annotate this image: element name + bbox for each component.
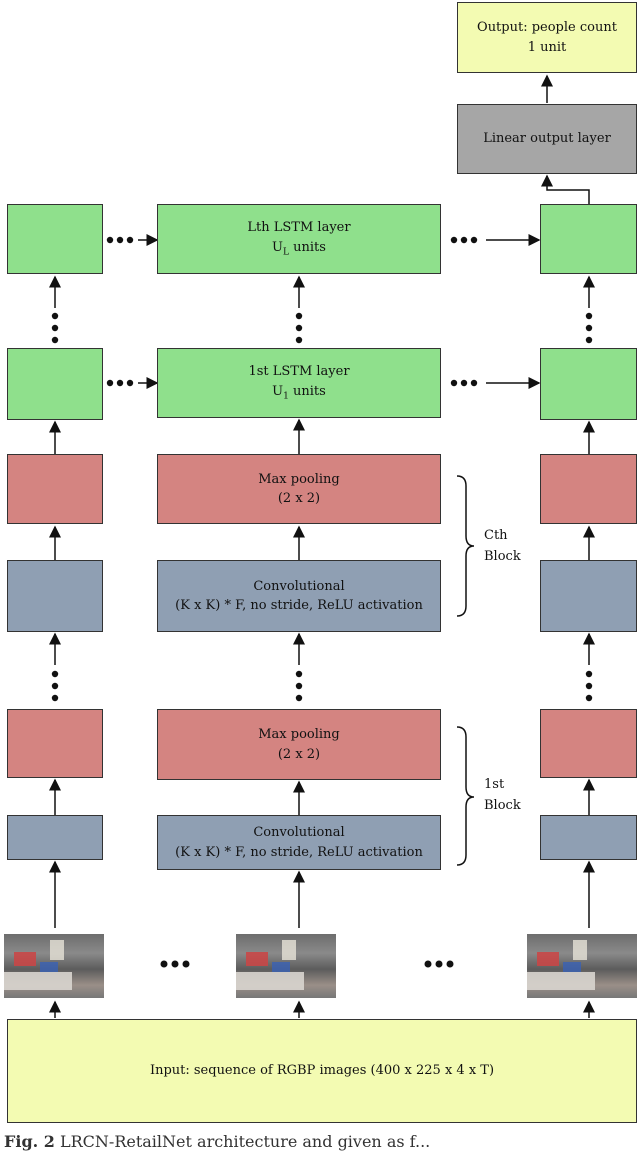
pool-1-mid: Max pooling (2 x 2) <box>157 709 441 780</box>
lstm-first-right <box>540 348 637 420</box>
lstm-top-right <box>540 204 637 274</box>
arrow-lstm-to-linear <box>541 174 590 204</box>
brace-1st-block <box>456 726 475 866</box>
pool-c-line2: (2 x 2) <box>277 491 321 506</box>
brace-cth-block <box>456 475 475 617</box>
conv-c-mid: Convolutional (K x K) * F, no stride, Re… <box>157 560 441 632</box>
input-frame-image-right <box>527 934 637 998</box>
output-box: Output: people count 1 unit <box>457 2 637 73</box>
conv-1-line2: (K x K) * F, no stride, ReLU activation <box>175 844 423 860</box>
pool-1-left <box>7 709 103 778</box>
pool-c-right <box>540 454 637 524</box>
conv-1-line1: Convolutional <box>253 825 345 840</box>
linear-output-label: Linear output layer <box>483 131 611 147</box>
dots-vertical-lower <box>51 670 593 702</box>
pool-1-right <box>540 709 637 778</box>
conv-1-mid: Convolutional (K x K) * F, no stride, Re… <box>157 815 441 870</box>
output-line1: Output: people count <box>477 20 617 35</box>
pool-c-line1: Max pooling <box>258 471 340 487</box>
lstm-top-title: Lth LSTM layer <box>247 220 351 236</box>
pool-c-mid: Max pooling (2 x 2) <box>157 454 441 524</box>
pool-1-line2: (2 x 2) <box>277 746 321 762</box>
conv-c-left <box>7 560 103 632</box>
output-line2: 1 unit <box>527 39 567 55</box>
dots-vertical-upper <box>51 312 593 344</box>
input-frame-image-mid <box>236 934 336 998</box>
dots-horizontal-frames <box>160 960 454 968</box>
input-box: Input: sequence of RGBP images (400 x 22… <box>7 1019 637 1123</box>
input-frame-image-left <box>4 934 104 998</box>
input-label: Input: sequence of RGBP images (400 x 22… <box>149 1063 495 1079</box>
conv-1-right <box>540 815 637 860</box>
conv-1-left <box>7 815 103 860</box>
lstm-top-units: UL units <box>272 239 326 258</box>
lstm-first-title: 1st LSTM layer <box>248 364 350 380</box>
block-c-label: Cth Block <box>484 528 521 564</box>
linear-output-layer: Linear output layer <box>457 104 637 174</box>
dots-horizontal-lstm <box>106 236 478 387</box>
block-1-label: 1st Block <box>484 777 521 813</box>
conv-c-line2: (K x K) * F, no stride, ReLU activation <box>175 598 423 613</box>
figure-caption-prefix: Fig. 2 <box>4 1132 55 1151</box>
figure-caption-text: LRCN-RetailNet architecture and given as… <box>60 1132 431 1151</box>
lstm-first-mid: 1st LSTM layer U1 units <box>157 348 441 418</box>
lstm-top-mid: Lth LSTM layer UL units <box>157 204 441 274</box>
conv-c-line1: Convolutional <box>253 578 345 594</box>
pool-1-line1: Max pooling <box>258 727 340 742</box>
lstm-first-left <box>7 348 103 420</box>
figure-caption: Fig. 2 LRCN-RetailNet architecture and g… <box>4 1132 430 1151</box>
lstm-first-units: U1 units <box>272 383 326 402</box>
conv-c-right <box>540 560 637 632</box>
lstm-top-left <box>7 204 103 274</box>
pool-c-left <box>7 454 103 524</box>
